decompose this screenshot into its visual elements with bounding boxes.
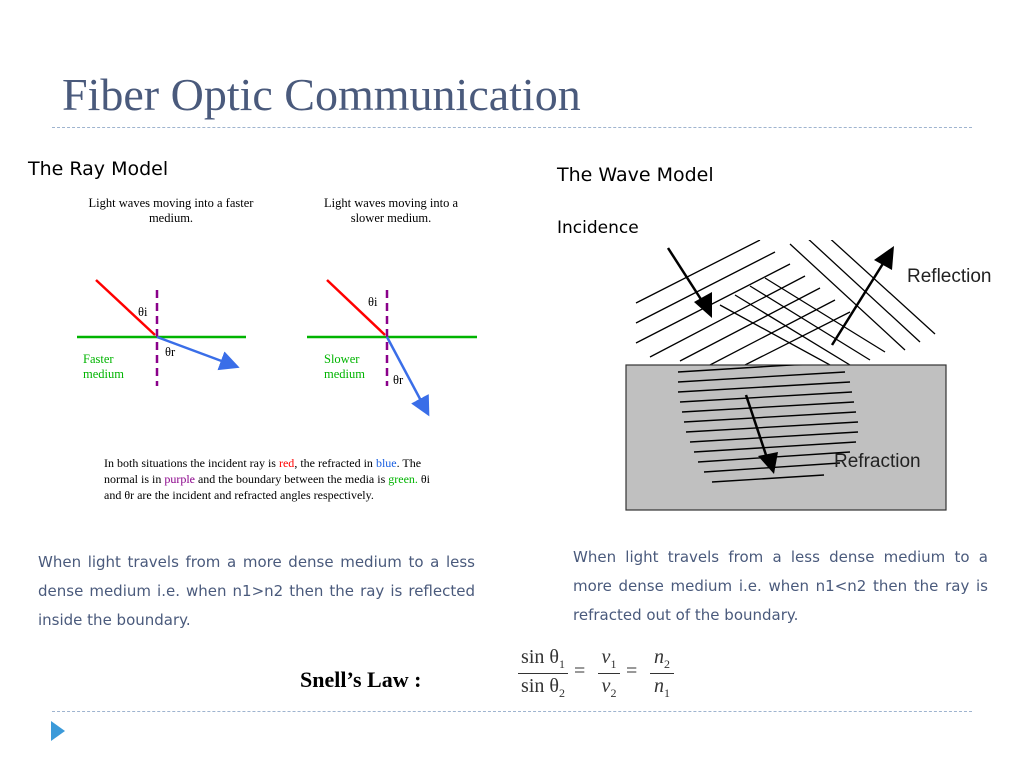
reflected-wavefronts bbox=[719, 240, 936, 365]
incident-ray bbox=[95, 279, 156, 336]
incident-arrow bbox=[666, 247, 712, 318]
fraction-bar-3 bbox=[650, 673, 674, 674]
refraction-label: Refraction bbox=[834, 451, 921, 472]
faster-medium-label: Faster medium bbox=[83, 352, 124, 381]
ray-model-note: In both situations the incident ray is r… bbox=[104, 456, 431, 502]
ray-model-heading: The Ray Model bbox=[28, 158, 169, 180]
wave-model-heading: The Wave Model bbox=[557, 164, 714, 186]
reflection-label: Reflection bbox=[907, 266, 992, 287]
refracted-arrow bbox=[744, 394, 778, 474]
faster-medium-caption: Light waves moving into a faster medium. bbox=[88, 196, 254, 225]
slower-medium-label: Slower medium bbox=[324, 352, 365, 381]
refracted-ray bbox=[385, 336, 430, 417]
equals-sign-1: = bbox=[574, 660, 586, 682]
glass-block bbox=[625, 364, 947, 511]
reflected-arrow bbox=[830, 246, 894, 346]
theta-r-label-left: θr bbox=[165, 345, 176, 359]
denominator-v2: v2 bbox=[601, 675, 617, 700]
numerator-v1: v1 bbox=[601, 646, 617, 671]
slide-title: Fiber Optic Communication bbox=[62, 69, 581, 120]
snells-law-label: Snell’s Law : bbox=[300, 667, 422, 692]
title-divider bbox=[52, 127, 972, 128]
refracted-ray bbox=[156, 335, 240, 371]
incident-wavefronts bbox=[635, 240, 851, 365]
wave-model-diagram bbox=[625, 240, 947, 511]
equals-sign-2: = bbox=[626, 660, 638, 682]
left-paragraph: When light travels from a more dense med… bbox=[38, 553, 475, 629]
slower-medium-caption: Light waves moving into a slower medium. bbox=[323, 196, 458, 225]
play-triangle-icon[interactable] bbox=[50, 720, 66, 742]
incident-ray bbox=[326, 279, 386, 336]
incidence-label: Incidence bbox=[557, 218, 639, 238]
fraction-bar-2 bbox=[598, 673, 620, 674]
denominator-n1: n1 bbox=[654, 675, 670, 700]
denominator-sin2: sin θ2 bbox=[521, 675, 565, 700]
slower-medium-diagram bbox=[307, 279, 477, 417]
numerator-sin1: sin θ1 bbox=[521, 646, 565, 671]
faster-medium-diagram bbox=[77, 279, 246, 386]
fraction-bar-1 bbox=[518, 673, 568, 674]
footer-divider bbox=[52, 711, 972, 712]
snells-law-equation: sin θ1 sin θ2 = v1 v2 = n2 n1 bbox=[518, 646, 678, 702]
theta-i-label-right: θi bbox=[368, 295, 378, 309]
theta-r-label-right: θr bbox=[393, 373, 404, 387]
numerator-n2: n2 bbox=[654, 646, 670, 671]
right-paragraph: When light travels from a less dense med… bbox=[573, 548, 988, 624]
theta-i-label-left: θi bbox=[138, 305, 148, 319]
